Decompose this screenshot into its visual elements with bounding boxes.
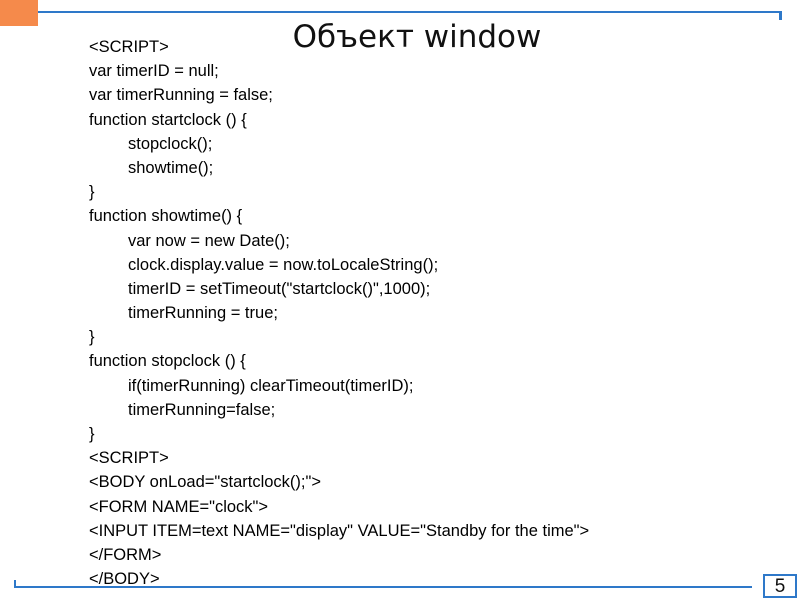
slide-title: Объект window [292, 19, 542, 55]
code-line: } [89, 183, 95, 202]
code-line: <INPUT ITEM=text NAME="display" VALUE="S… [89, 521, 590, 540]
code-line: var timerID = null; [89, 62, 219, 81]
code-line: var timerRunning = false; [89, 86, 273, 105]
page-number-box: 5 [763, 574, 797, 598]
corner-accent-square [0, 0, 38, 26]
code-line: </FORM> [89, 545, 162, 564]
code-line: } [89, 425, 95, 443]
code-line: showtime(); [128, 158, 214, 177]
code-line: function startclock () { [89, 110, 247, 129]
code-line: timerRunning=false; [128, 400, 276, 419]
top-divider-line [38, 11, 779, 13]
code-line: <SCRIPT> [89, 449, 169, 468]
code-line: if(timerRunning) clearTimeout(timerID); [128, 376, 414, 395]
code-line: <SCRIPT> [89, 38, 169, 56]
code-line: var now = new Date(); [128, 231, 290, 250]
code-listing: <SCRIPT> var timerID = null; var timerRunn… [89, 35, 589, 591]
code-line: timerRunning = true; [128, 304, 278, 323]
bottom-divider-end-tick [14, 580, 16, 588]
code-line: <BODY onLoad="startclock();"> [89, 473, 321, 492]
code-line: clock.display.value = now.toLocaleString… [128, 255, 439, 274]
top-divider-end-tick [779, 11, 782, 20]
code-line: function stopclock () { [89, 352, 246, 371]
code-line: <FORM NAME="clock"> [89, 497, 269, 516]
code-line: stopclock(); [128, 134, 213, 153]
code-line: </BODY> [89, 570, 160, 589]
code-line: } [89, 328, 95, 347]
code-line: function showtime() { [89, 207, 243, 226]
code-line: timerID = setTimeout("startclock()",1000… [128, 279, 431, 298]
bottom-divider-line [14, 586, 752, 588]
